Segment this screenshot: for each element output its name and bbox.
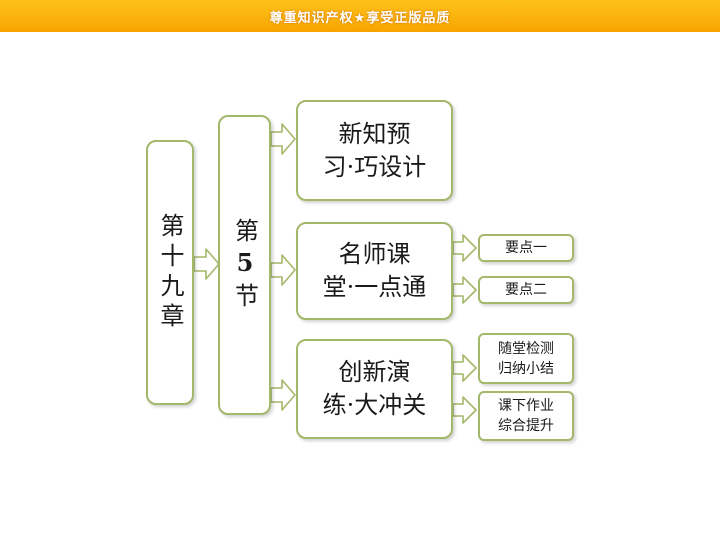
leaf-box-key-point-2[interactable]: 要点二: [478, 276, 574, 304]
arrow-branch-2-to-leaf-2: [452, 276, 477, 304]
leaf-box-key-point-1[interactable]: 要点一: [478, 234, 574, 262]
leaf-label-class-test: 随堂检测 归纳小结: [498, 340, 554, 377]
branch-box-practice[interactable]: 创新演 练·大冲关: [296, 339, 453, 439]
leaf-label-key-point-1: 要点一: [505, 240, 547, 256]
section-label-a: 第: [230, 217, 259, 248]
section-label: 第5节: [230, 217, 260, 313]
arrow-branch-2-to-leaf-1: [452, 234, 477, 262]
arrow-section-to-branch-1: [270, 123, 296, 155]
arrow-branch-3-to-leaf-2: [452, 396, 477, 424]
chapter-label: 第十九章: [156, 212, 184, 333]
branch-label-preview: 新知预 习·巧设计: [322, 119, 427, 181]
top-banner: 尊重知识产权★享受正版品质: [0, 0, 720, 32]
arrow-section-to-branch-2: [270, 254, 296, 286]
section-number: 5: [230, 247, 260, 283]
leaf-label-key-point-2: 要点二: [505, 282, 547, 298]
arrow-chapter-to-section: [193, 248, 220, 280]
chapter-box: 第十九章: [146, 140, 194, 405]
leaf-label-homework: 课下作业 综合提升: [498, 398, 554, 434]
section-label-b: 节: [230, 282, 259, 313]
arrow-branch-3-to-leaf-1: [452, 354, 477, 382]
arrow-section-to-branch-3: [270, 379, 296, 411]
branch-box-preview[interactable]: 新知预 习·巧设计: [296, 100, 453, 201]
leaf-box-homework[interactable]: 课下作业 综合提升: [478, 391, 574, 441]
leaf-box-class-test[interactable]: 随堂检测 归纳小结: [478, 333, 574, 384]
section-box: 第5节: [218, 115, 271, 415]
branch-label-classroom: 名师课 堂·一点通: [322, 240, 427, 301]
branch-label-practice: 创新演 练·大冲关: [322, 358, 427, 419]
branch-box-classroom[interactable]: 名师课 堂·一点通: [296, 222, 453, 320]
banner-text: 尊重知识产权★享受正版品质: [269, 11, 451, 26]
